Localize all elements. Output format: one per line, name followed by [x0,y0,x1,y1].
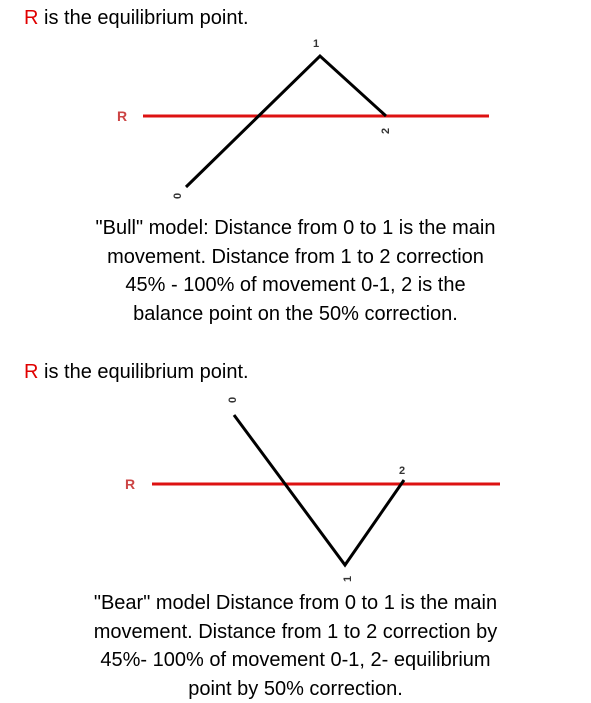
r-letter: R [24,7,38,29]
heading-text: is the equilibrium point. [38,361,248,383]
bull-caption: "Bull" model: Distance from 0 to 1 is th… [0,214,591,328]
caption-line: "Bull" model: Distance from 0 to 1 is th… [0,214,591,243]
bear-caption: "Bear" model Distance from 0 to 1 is the… [0,589,591,703]
caption-line: movement. Distance from 1 to 2 correctio… [0,243,591,272]
caption-line: movement. Distance from 1 to 2 correctio… [0,618,591,647]
caption-line: "Bear" model Distance from 0 to 1 is the… [0,589,591,618]
caption-line: 45%- 100% of movement 0-1, 2- equilibriu… [0,646,591,675]
bull-model-diagram: R 1 2 0 [0,30,591,210]
caption-line: balance point on the 50% correction. [0,300,591,329]
equilibrium-label: R [117,108,127,124]
bear-heading: R is the equilibrium point. [24,360,249,384]
point-label-0: 0 [172,193,184,199]
r-letter: R [24,361,38,383]
price-path [186,56,386,187]
caption-line: point by 50% correction. [0,675,591,703]
point-label-0: 0 [227,397,239,403]
equilibrium-label: R [125,476,135,492]
point-label-2: 2 [380,128,392,134]
heading-text: is the equilibrium point. [38,7,248,29]
caption-line: 45% - 100% of movement 0-1, 2 is the [0,271,591,300]
bull-heading: R is the equilibrium point. [24,6,249,30]
point-label-1: 1 [342,576,354,582]
price-path [234,415,404,565]
point-label-1: 1 [313,38,319,50]
bear-model-diagram: R 0 2 1 [0,385,591,585]
point-label-2: 2 [399,465,405,477]
